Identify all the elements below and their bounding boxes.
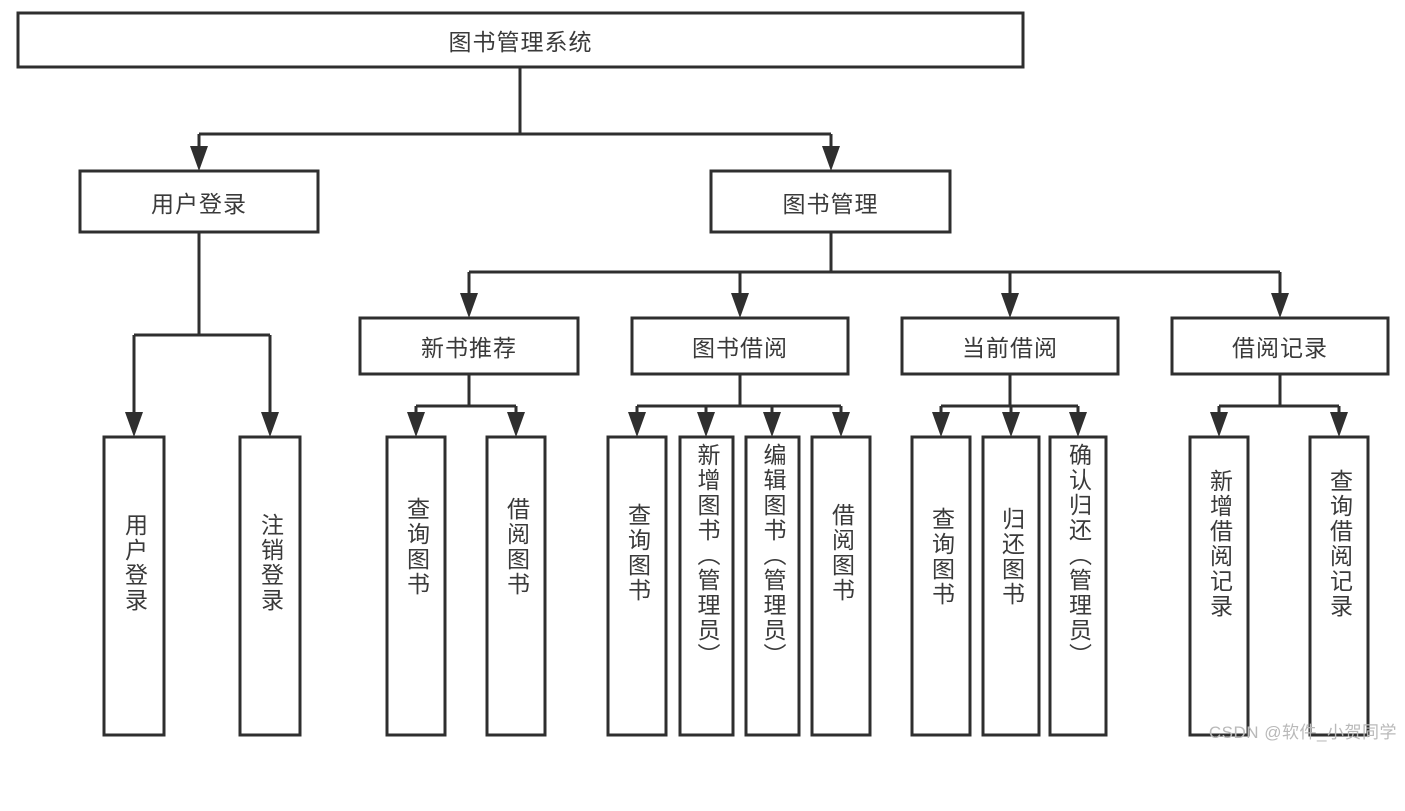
node-new-book-recommend[interactable]	[358, 316, 580, 376]
connector-borrow-records-to-leaves	[1210, 374, 1348, 437]
node-root[interactable]	[16, 11, 1025, 69]
node-leaf-query-book-cur[interactable]	[910, 435, 972, 737]
node-leaf-return-book[interactable]	[981, 435, 1041, 737]
node-current-borrow[interactable]	[900, 316, 1120, 376]
connector-current-borrow-to-leaves	[932, 374, 1087, 437]
connector-book-borrow-to-leaves	[628, 374, 850, 437]
diagram-canvas: 图书管理系统 用户登录 图书管理 新书推荐 图书借阅 当前借阅 借阅记录 用户登…	[16, 11, 1397, 742]
node-book-management[interactable]	[709, 169, 952, 234]
node-leaf-query-record[interactable]	[1308, 435, 1370, 737]
node-leaf-add-book[interactable]	[678, 435, 735, 737]
node-leaf-add-record[interactable]	[1188, 435, 1250, 737]
tree-diagram-svg	[16, 11, 1390, 737]
connector-book-management-to-level3	[460, 232, 1289, 318]
node-leaf-user-login[interactable]	[102, 435, 166, 737]
node-book-borrow[interactable]	[630, 316, 850, 376]
node-user-login[interactable]	[78, 169, 320, 234]
node-leaf-query-book-rec[interactable]	[385, 435, 447, 737]
watermark-text: CSDN @软件_小贺同学	[1208, 723, 1397, 742]
connector-new-book-recommend-to-leaves	[407, 374, 525, 437]
connector-root-to-level2	[190, 67, 840, 171]
node-leaf-borrow-book-rec[interactable]	[485, 435, 547, 737]
node-leaf-confirm-return[interactable]	[1048, 435, 1108, 737]
node-leaf-borrow-book[interactable]	[810, 435, 872, 737]
node-leaf-query-book-borrow[interactable]	[606, 435, 668, 737]
node-borrow-records[interactable]	[1170, 316, 1390, 376]
node-leaf-edit-book[interactable]	[744, 435, 801, 737]
node-leaf-user-logout[interactable]	[238, 435, 302, 737]
connector-user-login-to-leaves	[125, 232, 279, 437]
